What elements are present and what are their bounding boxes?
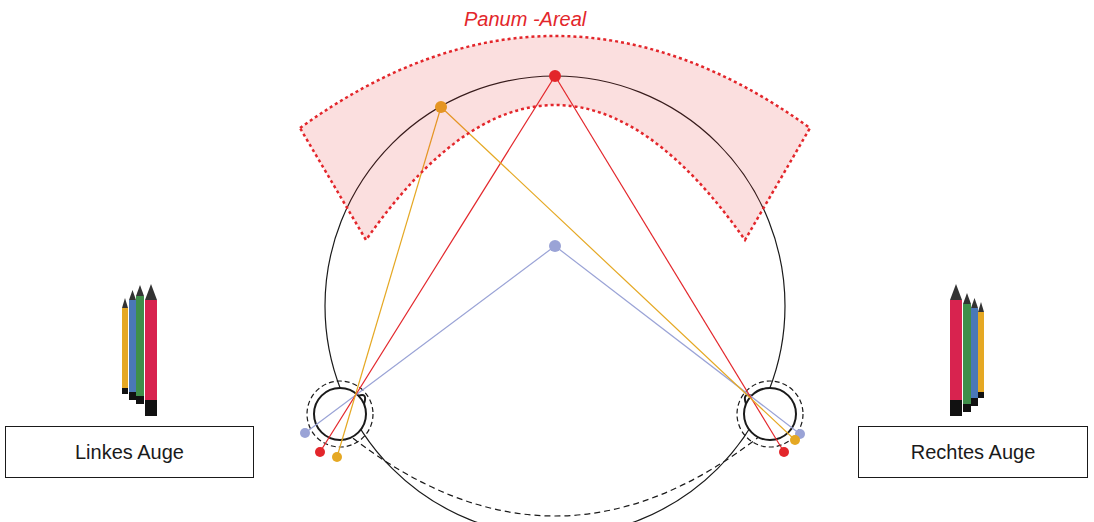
object-point xyxy=(549,240,561,252)
left-eye xyxy=(307,381,373,447)
retina-point xyxy=(790,435,800,445)
panum-band: Panum -Areal xyxy=(298,2,812,244)
label-box: Linkes Auge xyxy=(5,426,254,478)
band-outline xyxy=(298,2,812,244)
retina-point xyxy=(779,447,789,457)
region-label: Panum -Areal xyxy=(464,8,586,31)
dashed-arc xyxy=(345,432,765,516)
pencils-right xyxy=(950,284,984,416)
box-label: Rechtes Auge xyxy=(911,441,1036,464)
pencils-left xyxy=(122,284,157,416)
label-box: Rechtes Auge xyxy=(858,426,1088,478)
retina-point xyxy=(332,452,342,462)
box-label: Linkes Auge xyxy=(75,441,184,464)
retina-point xyxy=(300,428,310,438)
retina-point xyxy=(315,447,325,457)
